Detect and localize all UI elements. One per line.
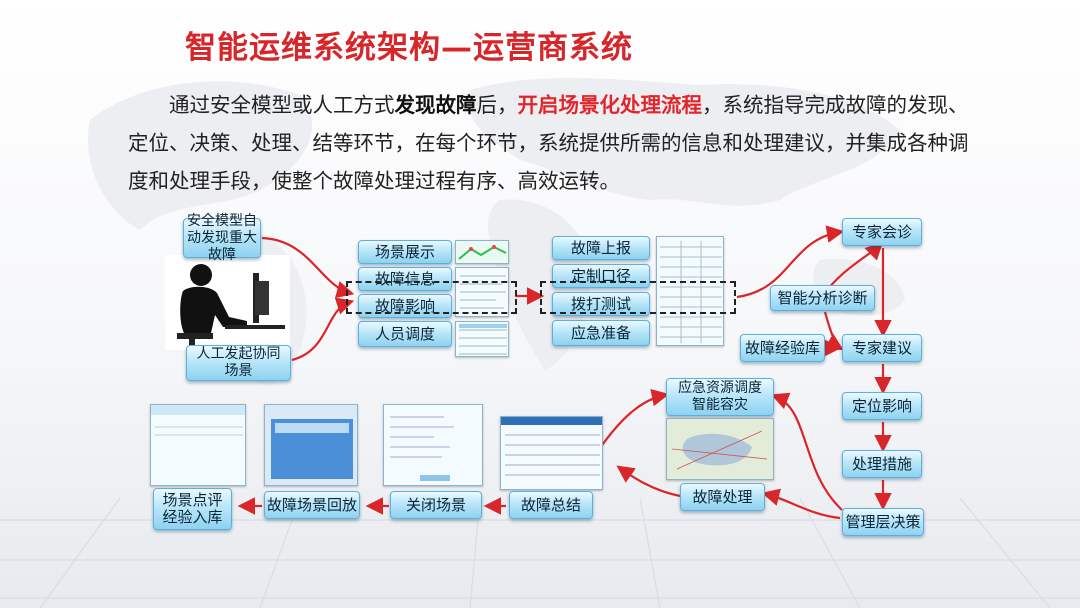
locate-impact-box: 定位影响: [842, 392, 922, 420]
intro-paragraph: 通过安全模型或人工方式发现故障后，开启场景化处理流程，系统指导完成故障的发现、定…: [128, 86, 978, 200]
col1-item-scene-display: 场景展示: [358, 240, 452, 264]
expert-advice-box: 专家建议: [842, 334, 922, 362]
dashed-highlight-col2: [540, 281, 736, 314]
intro-bold-discover-fault: 发现故障: [394, 93, 477, 117]
arrow-mgmt-to-handling: [761, 488, 841, 520]
intro-part3: ，系统指导完成故障的发现、定位、决策、处理、结等环节，在每个环节，系统提供所需的…: [128, 93, 969, 193]
col1-item-fault-impact: 故障影响: [358, 294, 452, 318]
measures-box: 处理措施: [842, 450, 922, 478]
close-scene-box: 关闭场景: [390, 491, 482, 519]
arrow-to-emergency-from-shot: [599, 388, 670, 449]
scene-map-thumbnail: [455, 240, 509, 264]
arrow-handling-to-shot: [616, 465, 681, 498]
expert-consult-box: 专家会诊: [842, 218, 922, 246]
arrow-to-expert-consult: [736, 225, 845, 299]
arrow-manual-to-scene: [291, 297, 355, 362]
fault-info-thumbnail: [455, 267, 509, 317]
intro-part2: 后，: [476, 93, 518, 117]
fault-replay-box: 故障场景回放: [264, 491, 360, 519]
map-thumbnail: [666, 418, 774, 480]
review-screen-thumbnail: [150, 404, 246, 486]
close-scene-thumbnail: [383, 404, 483, 486]
page-title: 智能运维系统架构—运营商系统: [185, 30, 633, 66]
col1-item-staff-dispatch: 人员调度: [358, 321, 452, 347]
replay-screen-thumbnail: [264, 404, 358, 486]
operator-silhouette-icon: [165, 255, 290, 350]
arrow-mgmt-to-emergency: [770, 392, 843, 511]
staff-table-thumbnail: [455, 321, 509, 357]
report-table-thumbnail: [656, 236, 724, 346]
fault-library-box: 故障经验库: [740, 334, 825, 362]
fault-handling-box: 故障处理: [680, 483, 765, 511]
fault-summary-box: 故障总结: [509, 491, 593, 519]
security-model-box: 安全模型自 动发现重大故障: [183, 213, 261, 263]
smart-diagnosis-box: 智能分析诊断: [770, 285, 875, 311]
manual-trigger-box: 人工发起协同 场景: [186, 345, 291, 381]
intro-red-scene-flow: 开启场景化处理流程: [517, 93, 703, 117]
col2-item-emergency-prep: 应急准备: [552, 320, 650, 346]
arrow-model-to-scene: [261, 236, 355, 299]
col2-item-custom-caliber: 定制口径: [552, 264, 650, 288]
management-decision-box: 管理层决策: [842, 508, 924, 536]
summary-screen-thumbnail: [500, 416, 603, 490]
intro-part1: 通过安全模型或人工方式: [169, 93, 395, 117]
arrow-diag-to-advice: [823, 311, 844, 351]
review-archive-box: 场景点评 经验入库: [153, 488, 232, 530]
dashed-highlight-col1: [346, 281, 517, 314]
col2-item-fault-report: 故障上报: [552, 236, 650, 260]
emergency-dispatch-box: 应急资源调度 智能容灾: [666, 378, 774, 416]
